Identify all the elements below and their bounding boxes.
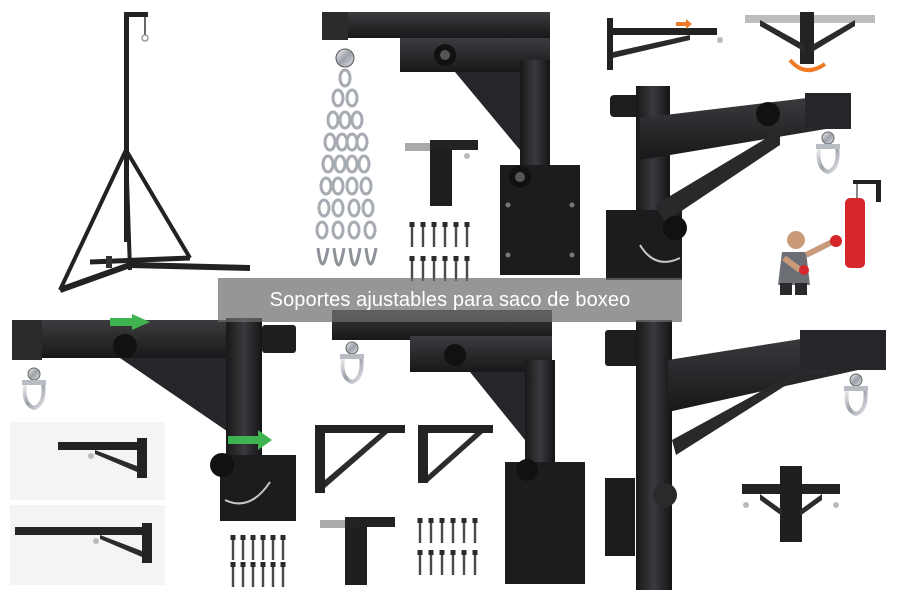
bracket-variant-bottom-right (742, 466, 840, 542)
green-arrow-icon (110, 314, 150, 330)
punching-bag-icon (845, 198, 865, 268)
mini-bracket-pair (315, 425, 493, 585)
shackle-icon (814, 130, 842, 174)
screw-set (409, 222, 470, 281)
shackle-icon (20, 366, 48, 410)
wall-bracket-arm (606, 86, 851, 280)
mini-bracket-pair (405, 140, 478, 206)
caption-text: Soportes ajustables para saco de boxeo (269, 288, 631, 311)
boxer-figure (778, 180, 881, 295)
orange-arrow-icon (676, 19, 692, 29)
chain-icon (315, 48, 378, 267)
shackle-icon (842, 372, 870, 416)
screw-set (417, 518, 478, 575)
wall-bracket-arm (322, 12, 580, 275)
punching-bag-stand (58, 12, 251, 293)
shackle-icon (338, 340, 366, 384)
bracket-diagram-panels (10, 422, 165, 585)
wall-bracket-arm (12, 314, 296, 521)
bracket-variant-top-right (607, 12, 875, 72)
rotation-arrow-icon (788, 58, 827, 72)
wall-bracket-arm (605, 320, 886, 590)
green-arrow-icon (228, 430, 272, 450)
screw-set (230, 535, 286, 587)
caption-overlay: Soportes ajustables para saco de boxeo (218, 278, 682, 322)
wall-bracket-arm (332, 310, 585, 584)
